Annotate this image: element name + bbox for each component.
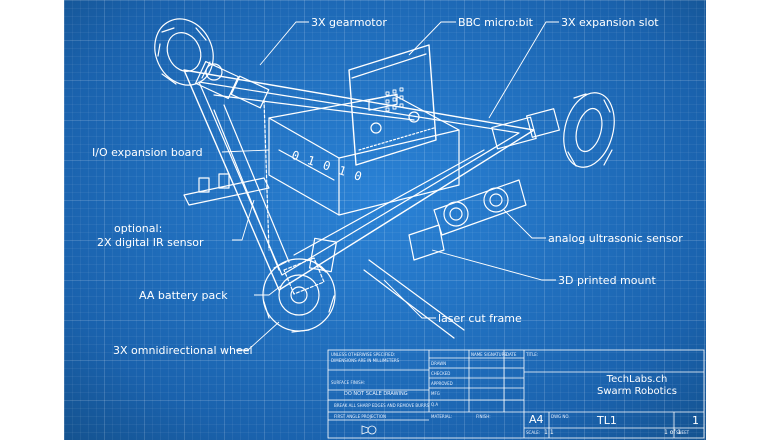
label-ultrasonic: analog ultrasonic sensor [548,232,683,245]
tb-sheet: 1 of 1 [664,429,682,436]
tb-col-date: DATE [506,352,517,357]
label-omniwheel: 3X omnidirectional wheel [113,344,253,357]
microbit-board [348,44,437,166]
label-frame: laser cut frame [438,312,522,325]
label-microbit: BBC micro:bit [458,16,533,29]
io-expansion-board [268,93,460,216]
tb-row-qa: Q.A [431,402,439,407]
robot-drawing [154,18,705,439]
tb-row-mfg: MFG [431,391,440,396]
tb-scale: 1:1 [544,429,554,436]
3d-printed-mount [408,224,445,261]
tb-project: Swarm Robotics [597,386,677,397]
omni-wheel-right [563,92,615,168]
tb-row-approved: APPROVED [431,381,453,386]
tb-drawing-no: TL1 [597,414,617,427]
tb-break-edges: BREAK ALL SHARP EDGES AND REMOVE BURRS [334,403,430,408]
label-io-board: I/O expansion board [92,146,203,159]
label-ir-sensor: 2X digital IR sensor [97,236,204,249]
laser-cut-frame [183,69,535,339]
tb-dont-scale: DO NOT SCALE DRAWING [344,391,408,397]
label-gearmotor: 3X gearmotor [311,16,387,29]
title-block-lines [327,349,705,439]
tb-title-label: TITLE: [526,352,539,357]
tb-finish: FINISH: [476,414,491,419]
tb-row-checked: CHECKED [431,371,451,376]
tb-revision: 1 [692,414,699,427]
blueprint-sheet: 3X gearmotor BBC micro:bit 3X expansion … [64,0,706,440]
label-battery: AA battery pack [139,289,228,302]
gearmotor-left [195,60,270,109]
label-mount: 3D printed mount [558,274,656,287]
tb-size: A4 [529,413,544,426]
tb-surface: SURFACE FINISH: [331,380,365,385]
ir-sensor [183,173,270,206]
battery-pack [283,257,325,295]
tb-sheet-label: SHEET [676,430,690,435]
tb-notes-2: DIMENSIONS ARE IN MILLIMETERS [331,358,400,363]
gearmotor-front [308,237,338,273]
tb-col-name: NAME [471,352,483,357]
tb-material: MATERIAL: [431,414,453,419]
tb-first-angle: FIRST ANGLE PROJECTION [334,414,386,419]
tb-notes-1: UNLESS OTHERWISE SPECIFIED: [331,352,396,357]
tb-row-drawn: DRAWN [431,361,447,366]
omni-wheel-left [154,18,214,86]
tb-dwg-label: DWG NO. [551,414,570,419]
tb-scale-label: SCALE: [526,430,541,435]
tb-company: TechLabs.ch [606,374,668,385]
label-expansion-slot: 3X expansion slot [561,16,659,29]
gearmotor-right [491,108,560,150]
tb-col-signature: SIGNATURE [484,352,507,357]
leader-lines [221,21,559,351]
label-optional: optional: [114,222,163,235]
omni-wheel-front [262,258,336,333]
